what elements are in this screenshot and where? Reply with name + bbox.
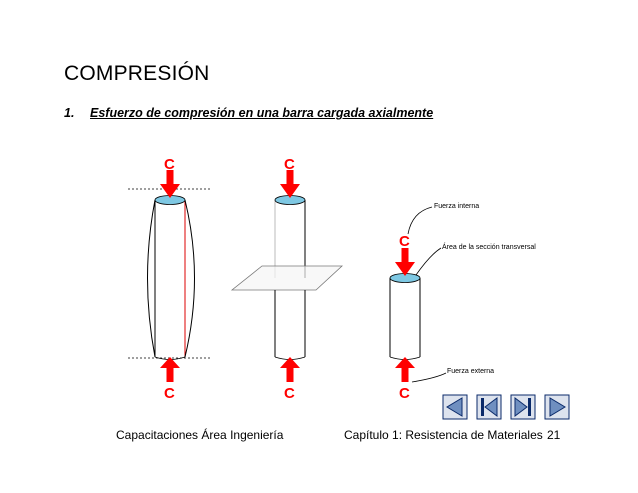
- callout-internal-force: [407, 206, 433, 235]
- buckled-right-curve: [184, 199, 195, 358]
- arrow-top-shaft: [166, 170, 174, 184]
- arrow-bottom-shaft: [166, 368, 174, 382]
- arrow-top-head: [280, 184, 300, 198]
- footer-left: Capacitaciones Área Ingeniería: [116, 428, 284, 442]
- force-label-bottom: C: [164, 385, 175, 402]
- force-label-bottom: C: [284, 385, 295, 402]
- bar-buckling: C C: [128, 156, 212, 402]
- slide-subtitle: 1. Esfuerzo de compresión en una barra ca…: [64, 106, 433, 120]
- nav-first-button[interactable]: [476, 394, 502, 420]
- nav-next-button[interactable]: [544, 394, 570, 420]
- nav-previous-button[interactable]: [442, 394, 468, 420]
- force-label-top: C: [164, 156, 175, 173]
- slide-title: COMPRESIÓN: [64, 62, 210, 85]
- arrow-top-head: [395, 262, 415, 276]
- bar-section-cut: C C: [230, 156, 344, 402]
- force-label-bottom: C: [399, 385, 410, 402]
- skip-first-icon: [476, 394, 502, 420]
- subtitle-text: Esfuerzo de compresión en una barra carg…: [90, 106, 434, 120]
- callout-cross-section: [415, 247, 442, 276]
- label-external-force: Fuerza externa: [447, 368, 494, 375]
- page-number: 21: [547, 428, 561, 442]
- cut-plane: [230, 265, 344, 291]
- label-cross-section: Área de la sección transversal: [442, 242, 536, 251]
- nav-last-button[interactable]: [510, 394, 536, 420]
- arrow-bottom-shaft: [286, 368, 294, 382]
- skip-last-icon: [510, 394, 536, 420]
- bar-free-body: C C Fuerza interna Área de la sección tr…: [389, 203, 536, 402]
- force-label-top: C: [284, 156, 295, 173]
- triangle-left-icon: [442, 394, 468, 420]
- arrow-bottom-shaft: [401, 368, 409, 382]
- buckled-left-curve: [147, 199, 156, 358]
- arrow-top-shaft: [286, 170, 294, 184]
- arrow-bottom-head: [280, 357, 300, 368]
- subtitle-number: 1.: [64, 106, 75, 120]
- callout-external-force: [411, 372, 447, 383]
- label-internal-force: Fuerza interna: [434, 203, 479, 210]
- arrow-bottom-head: [395, 357, 415, 368]
- arrow-top-head: [160, 184, 180, 198]
- arrow-top-shaft: [401, 248, 409, 262]
- footer-chapter: Capítulo 1: Resistencia de Materiales: [344, 428, 543, 442]
- force-label-top: C: [399, 233, 410, 250]
- arrow-bottom-head: [160, 357, 180, 368]
- triangle-right-icon: [544, 394, 570, 420]
